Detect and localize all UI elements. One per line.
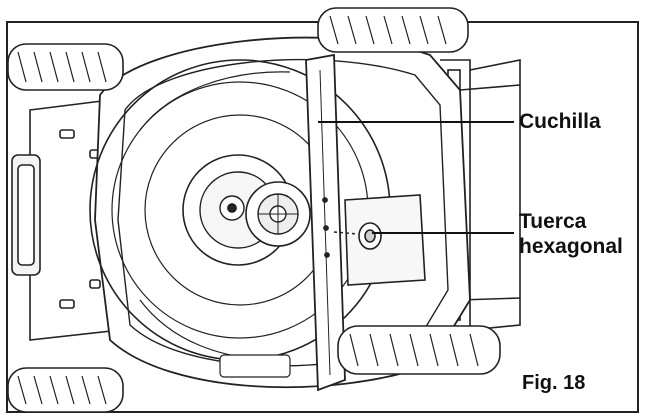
- hex-nut-label-line2: hexagonal: [519, 235, 623, 258]
- wheel-front-right: [337, 325, 501, 375]
- hex-nut-label: Tuerca hexagonal: [519, 209, 623, 259]
- wheel-front-left: [7, 367, 124, 413]
- blade-label: Cuchilla: [519, 110, 601, 133]
- wheel-rear-left: [7, 43, 124, 91]
- wheel-rear-right: [317, 7, 469, 53]
- mower-deck: [89, 36, 471, 389]
- hex-nut: [333, 194, 426, 286]
- blade: [305, 53, 346, 392]
- figure-number: Fig. 18: [522, 372, 586, 394]
- hex-nut-label-line1: Tuerca: [519, 210, 587, 233]
